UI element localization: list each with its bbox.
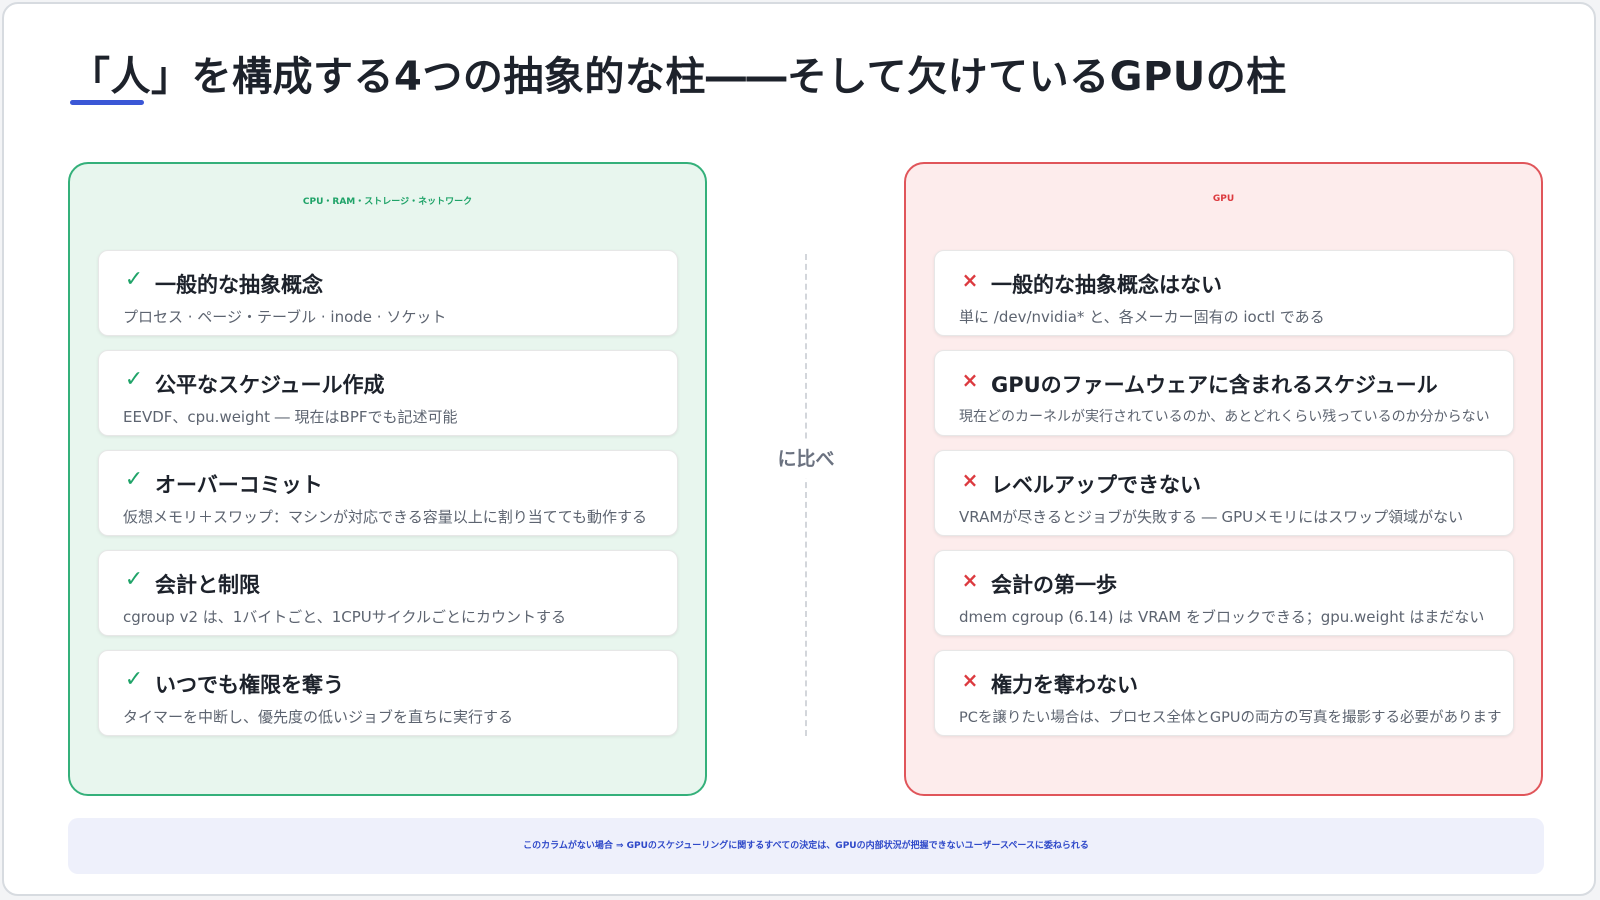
gap-card: × レベルアップできない VRAMが尽きるとジョブが失敗する ― GPUメモリに… — [934, 450, 1514, 536]
pillar-card: ✓ 公平なスケジュール作成 EEVDF、cpu.weight ― 現在はBPFで… — [98, 350, 678, 436]
gap-card: × 一般的な抽象概念はない 単に /dev/nvidia* と、各メーカー固有の… — [934, 250, 1514, 336]
panel-heading-gpu: GPU — [1212, 194, 1235, 204]
title-underline — [70, 100, 144, 105]
gap-description: PCを譲りたい場合は、プロセス全体とGPUの両方の写真を撮影する必要があります — [959, 710, 1502, 726]
gap-description: VRAMが尽きるとジョブが失敗する ― GPUメモリにはスワップ領域がない — [959, 508, 1464, 526]
comparison-label: に比べ — [764, 440, 848, 478]
pillar-title: 会計と制限 — [155, 573, 260, 597]
pillar-card: ✓ 一般的な抽象概念 プロセス · ページ・テーブル · inode · ソケッ… — [98, 250, 678, 336]
panel-heading-cpu: CPU・RAM・ストレージ・ネットワーク — [302, 197, 473, 207]
gap-description: dmem cgroup (6.14) は VRAM をブロックできる；gpu.w… — [959, 608, 1485, 626]
pillar-title: 公平なスケジュール作成 — [155, 373, 385, 397]
gap-description: 単に /dev/nvidia* と、各メーカー固有の ioctl である — [959, 308, 1325, 326]
conclusion-banner: このカラムがない場合 ⇒ GPUのスケジューリングに関するすべての決定は、GPU… — [68, 818, 1544, 874]
check-icon: ✓ — [124, 267, 144, 292]
check-icon: ✓ — [124, 667, 144, 692]
check-icon: ✓ — [124, 467, 144, 492]
cross-icon: × — [961, 668, 979, 692]
pillar-title: いつでも権限を奪う — [155, 673, 344, 697]
gap-description: 現在どのカーネルが実行されているのか、あとどれくらい残っているのか分からない — [959, 409, 1490, 425]
cross-icon: × — [961, 268, 979, 292]
pillar-description: EEVDF、cpu.weight ― 現在はBPFでも記述可能 — [123, 408, 458, 426]
gap-card: × GPUのファームウェアに含まれるスケジュール 現在どのカーネルが実行されてい… — [934, 350, 1514, 436]
check-icon: ✓ — [124, 567, 144, 592]
gap-title: GPUのファームウェアに含まれるスケジュール — [991, 373, 1438, 397]
cross-icon: × — [961, 468, 979, 492]
comparison-divider — [805, 254, 807, 736]
gap-card: × 権力を奪わない PCを譲りたい場合は、プロセス全体とGPUの両方の写真を撮影… — [934, 650, 1514, 736]
cross-icon: × — [961, 568, 979, 592]
pillar-title: 一般的な抽象概念 — [155, 273, 323, 297]
pillar-description: タイマーを中断し、優先度の低いジョブを直ちに実行する — [123, 708, 514, 726]
gap-card: × 会計の第一歩 dmem cgroup (6.14) は VRAM をブロック… — [934, 550, 1514, 636]
pillar-description: 仮想メモリ＋スワップ：マシンが対応できる容量以上に割り当てても動作する — [123, 508, 647, 526]
gpu-pillar-panel: GPU × 一般的な抽象概念はない 単に /dev/nvidia* と、各メーカ… — [904, 162, 1543, 796]
gap-title: 権力を奪わない — [991, 673, 1138, 697]
pillar-description: プロセス · ページ・テーブル · inode · ソケット — [123, 308, 447, 326]
cpu-pillars-panel: CPU・RAM・ストレージ・ネットワーク ✓ 一般的な抽象概念 プロセス · ペ… — [68, 162, 707, 796]
cross-icon: × — [961, 368, 979, 392]
check-icon: ✓ — [124, 367, 144, 392]
pillar-title: オーバーコミット — [155, 473, 323, 497]
gap-title: 会計の第一歩 — [991, 573, 1117, 597]
pillar-card: ✓ オーバーコミット 仮想メモリ＋スワップ：マシンが対応できる容量以上に割り当て… — [98, 450, 678, 536]
pillar-card: ✓ 会計と制限 cgroup v2 は、1バイトごと、1CPUサイクルごとにカウ… — [98, 550, 678, 636]
gap-title: レベルアップできない — [991, 473, 1201, 497]
pillar-description: cgroup v2 は、1バイトごと、1CPUサイクルごとにカウントする — [123, 608, 567, 626]
slide-title: 「人」を構成する4つの抽象的な柱――そして欠けているGPUの柱 — [70, 54, 1287, 100]
pillar-card: ✓ いつでも権限を奪う タイマーを中断し、優先度の低いジョブを直ちに実行する — [98, 650, 678, 736]
gap-title: 一般的な抽象概念はない — [991, 273, 1222, 297]
